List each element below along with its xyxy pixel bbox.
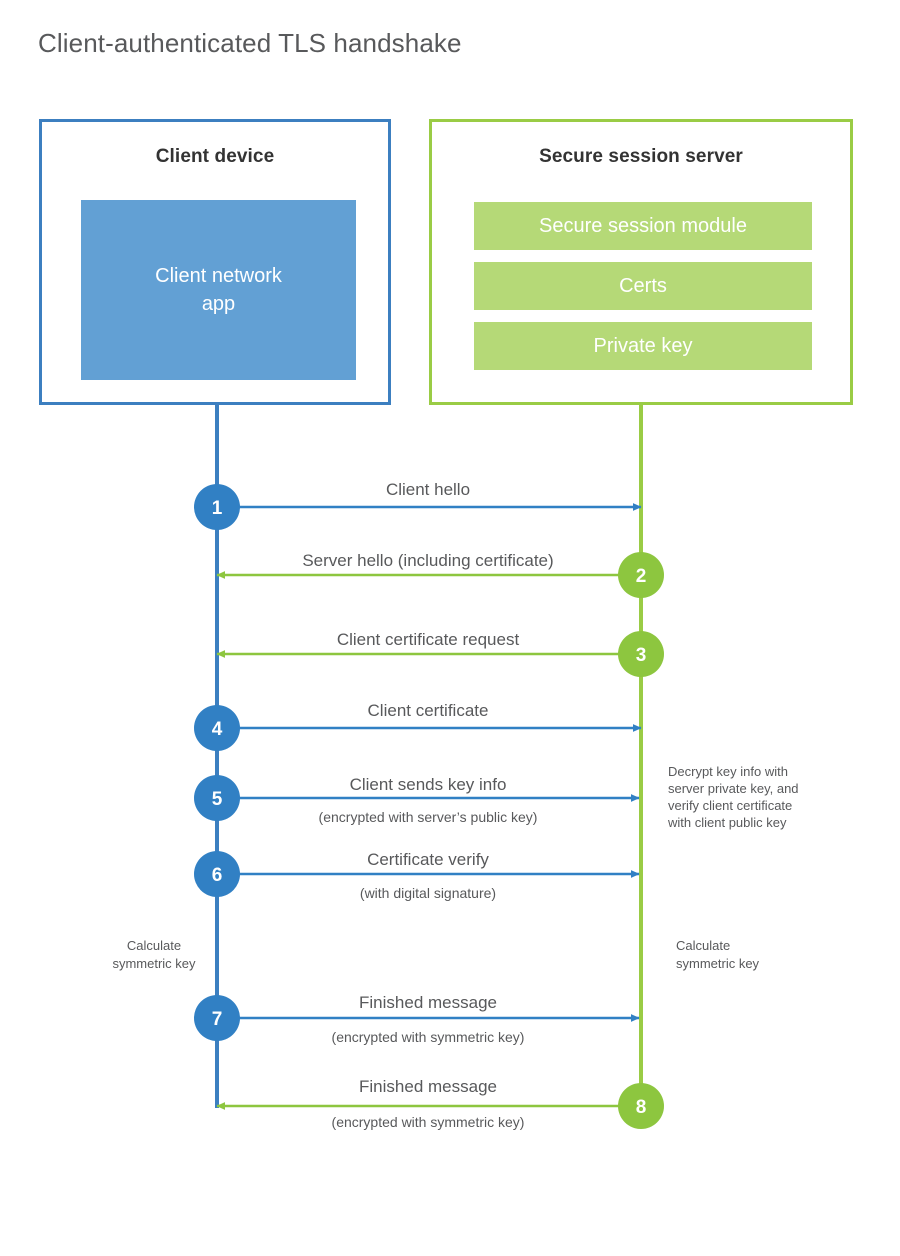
server-decrypt-note-line-3: verify client certificate: [668, 798, 792, 813]
step-8-badge: [618, 1083, 664, 1129]
step-4-label: Client certificate: [368, 701, 489, 720]
secure-session-server-title: Secure session server: [539, 146, 743, 167]
secure-session-server-box: Secure session server Secure session mod…: [429, 119, 853, 405]
client-calc-note-line-1: Calculate: [127, 938, 181, 953]
client-device-title: Client device: [155, 146, 275, 167]
server-calc-note-line-2: symmetric key: [676, 956, 760, 971]
server-module-secure-session-module: Secure session module: [474, 202, 812, 250]
step-3-number: 3: [636, 645, 647, 666]
step-6-label: Certificate verify: [367, 850, 489, 869]
step-8-sublabel: (encrypted with symmetric key): [332, 1114, 525, 1130]
step-1-badge: [194, 484, 240, 530]
step-2-badge: [618, 552, 664, 598]
server-module-private-key: Private key: [474, 322, 812, 370]
client-calc-note-line-2: symmetric key: [112, 956, 196, 971]
step-5: Client sends key info (encrypted with se…: [194, 775, 640, 825]
server-decrypt-note-line-2: server private key, and: [668, 781, 799, 796]
step-6-badge: [194, 851, 240, 897]
step-1-label: Client hello: [386, 480, 470, 499]
step-2-label: Server hello (including certificate): [302, 551, 553, 570]
server-decrypt-note: Decrypt key info with server private key…: [667, 764, 799, 830]
step-3-badge: [618, 631, 664, 677]
step-7-sublabel: (encrypted with symmetric key): [332, 1029, 525, 1045]
step-7: Finished message (encrypted with symmetr…: [194, 993, 640, 1045]
client-calculate-symmetric-key-note: Calculate symmetric key: [112, 938, 196, 971]
step-6-number: 6: [212, 865, 223, 886]
server-module-stack: Secure session module Certs Private key: [474, 202, 812, 382]
page-title: Client-authenticated TLS handshake: [38, 28, 462, 58]
step-2-number: 2: [636, 566, 647, 587]
step-2: Server hello (including certificate) 2: [216, 551, 664, 598]
step-5-sublabel: (encrypted with server’s public key): [319, 809, 538, 825]
step-8-label: Finished message: [359, 1077, 497, 1096]
step-1-number: 1: [212, 498, 223, 519]
step-7-label: Finished message: [359, 993, 497, 1012]
step-4-badge: [194, 705, 240, 751]
step-6-sublabel: (with digital signature): [360, 885, 496, 901]
step-7-badge: [194, 995, 240, 1041]
step-1: Client hello 1: [194, 480, 642, 530]
step-8-number: 8: [636, 1097, 647, 1118]
server-module-certs: Certs: [474, 262, 812, 310]
step-5-label: Client sends key info: [350, 775, 507, 794]
server-calculate-symmetric-key-note: Calculate symmetric key: [676, 938, 760, 971]
step-5-badge: [194, 775, 240, 821]
step-3: Client certificate request 3: [216, 630, 664, 677]
server-decrypt-note-line-1: Decrypt key info with: [668, 764, 788, 779]
step-8: Finished message (encrypted with symmetr…: [216, 1077, 664, 1130]
client-device-box: Client device Client network app: [39, 119, 391, 405]
step-7-number: 7: [212, 1009, 223, 1030]
step-5-number: 5: [212, 789, 223, 810]
client-network-app-label: Client network app: [155, 265, 282, 315]
client-network-app-block: Client network app: [81, 200, 356, 380]
step-4-number: 4: [212, 719, 223, 740]
server-calc-note-line-1: Calculate: [676, 938, 730, 953]
step-4: Client certificate 4: [194, 701, 642, 751]
step-6: Certificate verify (with digital signatu…: [194, 850, 640, 901]
step-3-label: Client certificate request: [337, 630, 520, 649]
server-decrypt-note-line-4: with client public key: [667, 815, 787, 830]
